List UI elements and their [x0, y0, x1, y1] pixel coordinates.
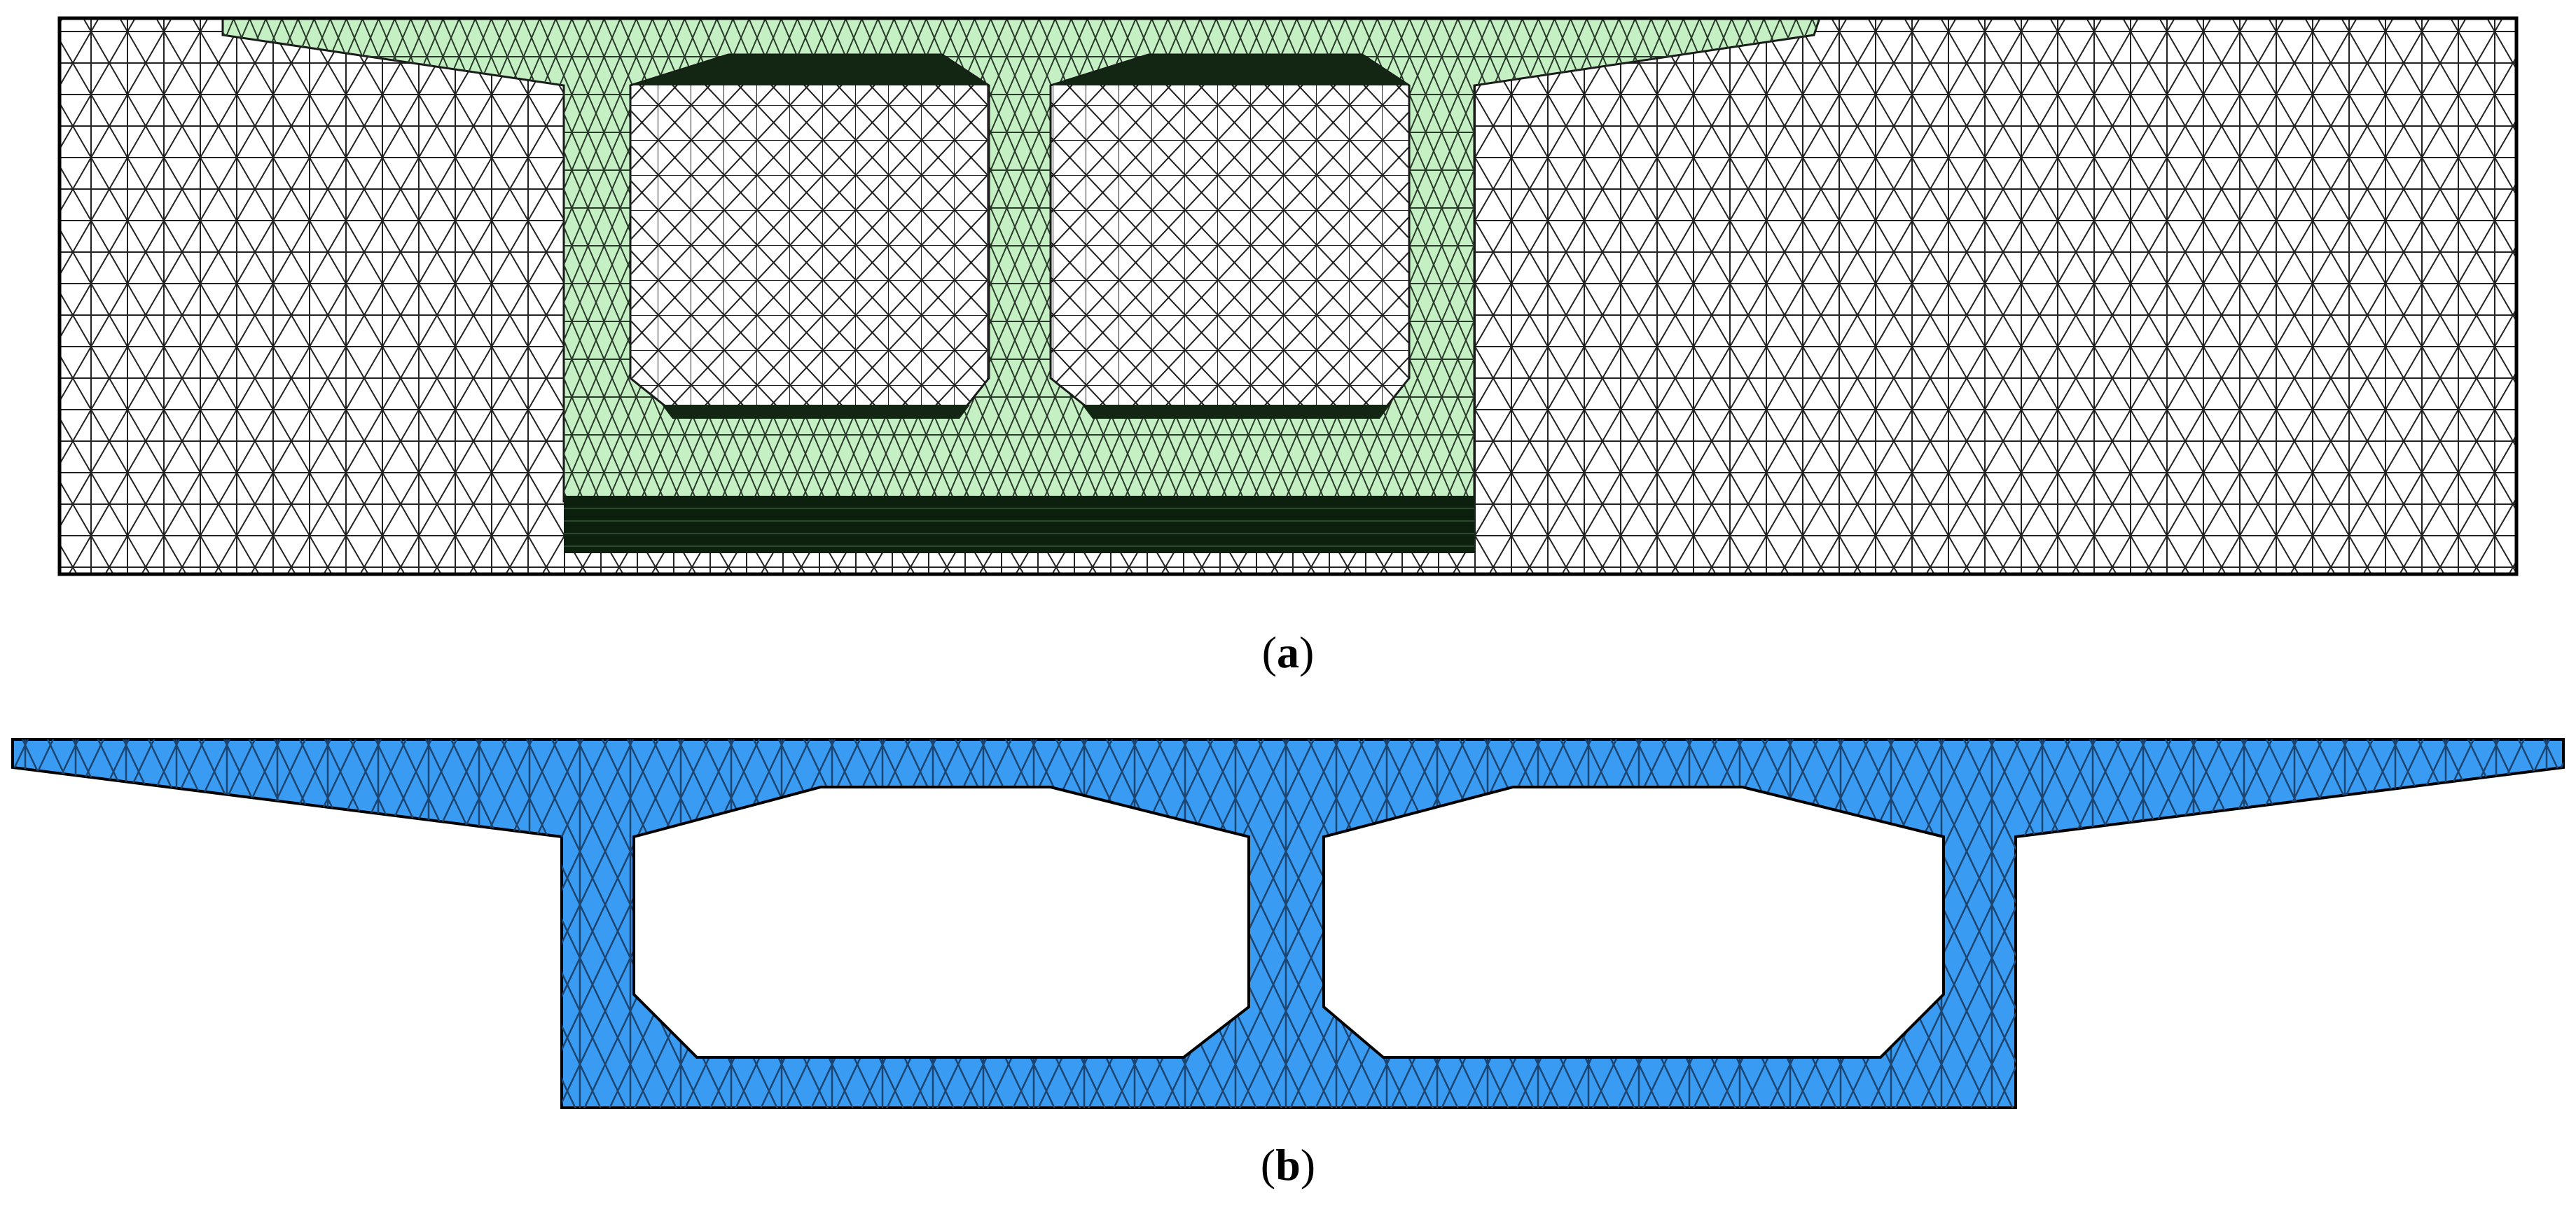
- bearing-block-lines: [564, 508, 1474, 547]
- panel-b-girder-mesh: [11, 738, 2565, 1109]
- girder-section-a-mesh: [223, 18, 1820, 501]
- girder-section-b-mesh: [13, 739, 2563, 1108]
- panel-a-frame: [57, 16, 2519, 576]
- caption-panel-a: (a): [1261, 627, 1315, 677]
- left-cell-void-b: [632, 786, 1250, 1059]
- left-cell-mesh: [630, 55, 989, 406]
- right-cell-bottom-band: [1082, 405, 1390, 419]
- left-cell-bottom-band: [662, 405, 970, 419]
- caption-letter-b: b: [1275, 1140, 1301, 1190]
- right-cell-top-band: [1051, 55, 1409, 85]
- bearing-block: [564, 496, 1474, 553]
- left-cell-top-band: [630, 55, 989, 85]
- right-cell-mesh: [1051, 55, 1409, 406]
- panel-a-soil-girder-mesh: [57, 16, 2519, 576]
- caption-letter-a: a: [1277, 627, 1299, 677]
- caption-panel-b: (b): [1260, 1140, 1316, 1190]
- right-cell-void-b: [1322, 786, 1945, 1059]
